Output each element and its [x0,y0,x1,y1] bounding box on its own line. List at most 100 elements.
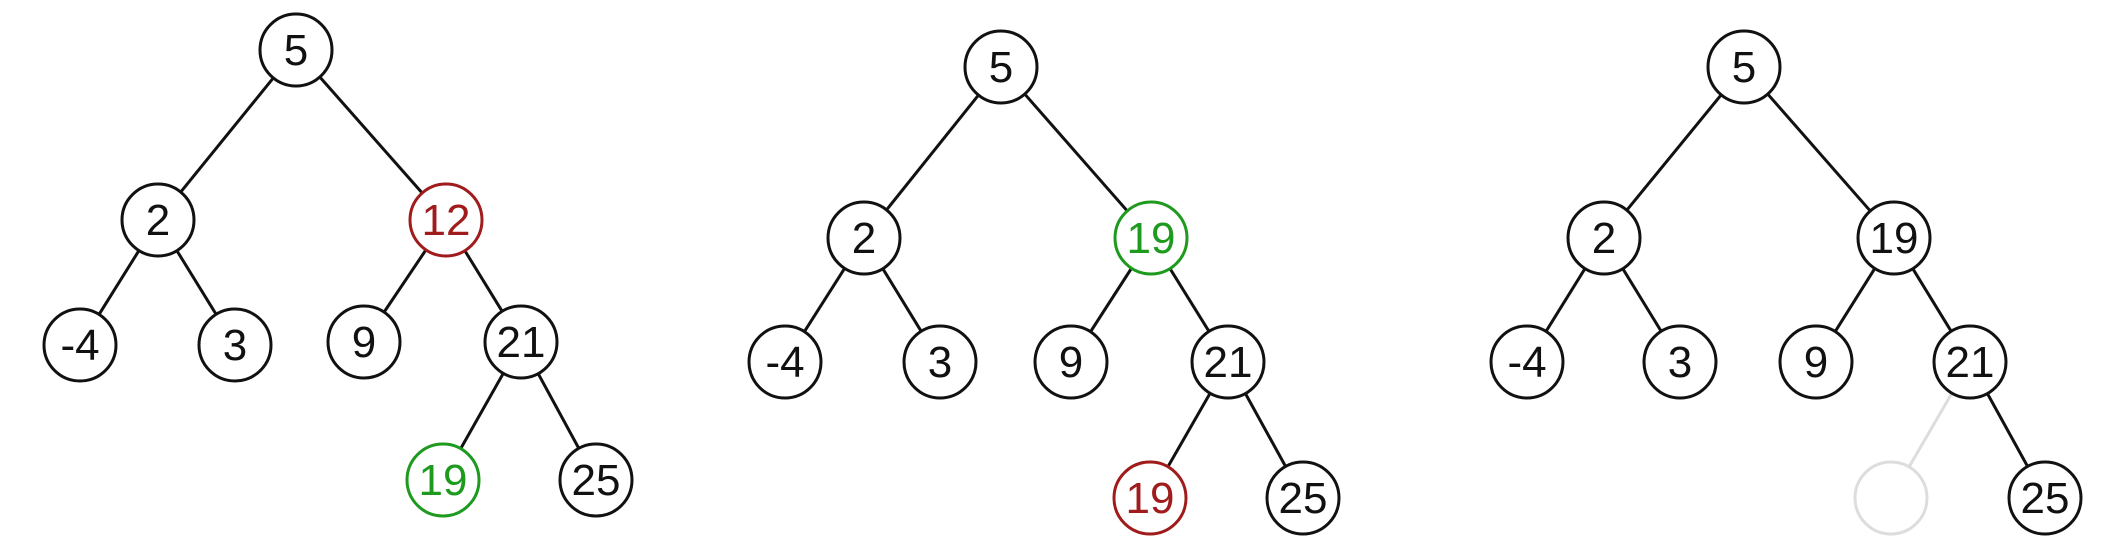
tree-edge [382,249,428,313]
tree-node-9: 9 [1778,324,1854,400]
tree-node-25: 25 [558,442,634,518]
tree-node-21: 21 [1932,324,2008,400]
tree-edge [1023,93,1129,212]
node-circle [405,442,481,518]
tree-node-19: 19 [405,442,481,518]
node-label: 5 [989,43,1013,92]
node-label: 21 [1204,338,1253,387]
tree-node-2: 2 [826,200,902,276]
node-circle [197,307,273,383]
tree-edge [1089,267,1133,333]
tree-node-9: 9 [326,304,402,380]
tree-edge [1911,267,1953,333]
node-circle [326,304,402,380]
tree-panel-1: 5 2 12 -4 3 9 21 19 25 [42,12,634,518]
tree-node-25: 25 [2007,460,2083,536]
tree-node-empty [1853,460,1929,536]
node-label: 19 [1126,474,1175,523]
node-label: 25 [572,456,621,505]
tree-node-19: 19 [1856,200,1932,276]
node-label: 25 [2021,474,2070,523]
node-label: 5 [284,26,308,75]
tree-panel-2: 5 2 19 -4 3 9 21 19 25 [747,29,1341,536]
node-circle [558,442,634,518]
node-label: 3 [223,321,247,370]
node-label: 19 [1870,214,1919,263]
tree-edge [1621,267,1663,333]
node-label: 12 [422,196,471,245]
node-circle [1265,460,1341,536]
tree-edge [1625,93,1723,212]
node-label: 3 [1668,338,1692,387]
node-label: -4 [60,321,99,370]
tree-node-3: 3 [197,307,273,383]
node-circle [1190,324,1266,400]
node-label: 3 [928,338,952,387]
tree-edge [1986,392,2029,468]
tree-node-5: 5 [258,12,334,88]
tree-node-2: 2 [120,182,196,258]
tree-edge [1907,392,1954,468]
tree-edge [179,77,275,193]
tree-node-19: 19 [1112,460,1188,536]
tree-node-minus-4: -4 [42,307,118,383]
tree-node-21: 21 [1190,324,1266,400]
tree-edge [1244,392,1287,468]
node-label: 19 [1127,214,1176,263]
node-label: 19 [419,456,468,505]
node-circle [963,29,1039,105]
node-circle [120,182,196,258]
tree-edge [881,267,923,333]
node-circle [42,307,118,383]
tree-node-25: 25 [1265,460,1341,536]
tree-edge [175,249,218,316]
tree-edge [1833,267,1877,333]
node-circle [1932,324,2008,400]
node-circle [1778,324,1854,400]
tree-edge [459,372,505,450]
tree-edge [1766,93,1872,212]
node-label: 9 [1059,338,1083,387]
node-label: 5 [1732,43,1756,92]
tree-node-9: 9 [1033,324,1109,400]
tree-panel-3: 5 2 19 -4 3 9 21 25 [1489,29,2083,536]
node-circle [1853,460,1929,536]
tree-node-5: 5 [963,29,1039,105]
node-circle [1033,324,1109,400]
tree-node-minus-4: -4 [747,324,823,400]
tree-node-19: 19 [1113,200,1189,276]
node-circle [2007,460,2083,536]
node-label: 21 [1946,338,1995,387]
node-label: 2 [852,214,876,263]
tree-node-21: 21 [483,304,559,380]
node-circle [483,304,559,380]
node-circle [1642,324,1718,400]
tree-edge [318,76,424,194]
tree-node-2: 2 [1566,200,1642,276]
tree-node-3: 3 [1642,324,1718,400]
tree-edge [463,249,504,313]
node-label: 21 [497,318,546,367]
tree-edge [1168,267,1211,333]
node-label: -4 [765,338,804,387]
node-label: 2 [1592,214,1616,263]
tree-edge [885,94,980,211]
node-circle [1112,460,1188,536]
node-circle [1566,200,1642,276]
node-circle [902,324,978,400]
node-circle [1113,200,1189,276]
tree-node-12: 12 [408,182,484,258]
tree-edge [97,249,141,316]
node-circle [408,182,484,258]
node-circle [747,324,823,400]
node-label: 9 [1804,338,1828,387]
tree-edge [803,267,846,333]
tree-node-5: 5 [1706,29,1782,105]
tree-edge [1544,267,1587,333]
tree-node-3: 3 [902,324,978,400]
node-label: -4 [1507,338,1546,387]
node-circle [1489,324,1565,400]
node-label: 25 [1279,474,1328,523]
tree-edge [536,372,581,450]
